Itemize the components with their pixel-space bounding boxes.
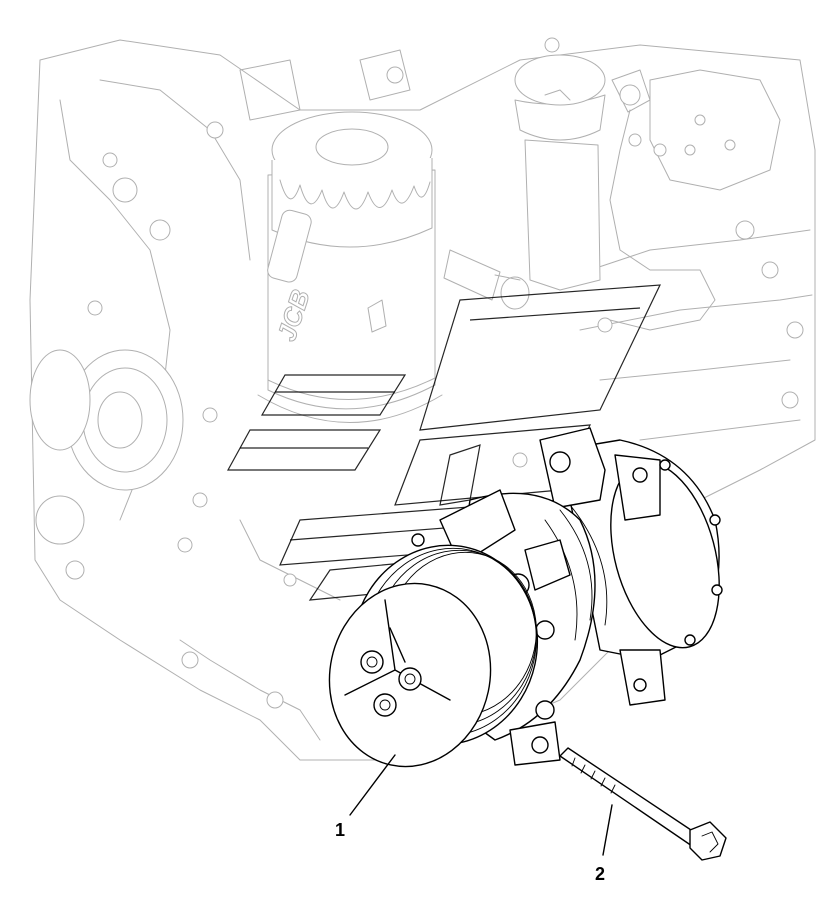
oil-filter: JCB: [257, 111, 443, 423]
ac-compressor: [328, 427, 723, 768]
mounting-bolt: [559, 747, 727, 861]
leader-line-2: [602, 804, 613, 856]
oil-sensor: [443, 249, 530, 310]
leader-line-1: [349, 754, 396, 816]
callout-label-2: 2: [595, 864, 605, 884]
oil-filler-cap: [514, 37, 716, 331]
callout-leaders: [349, 754, 613, 856]
callout-label-1: 1: [335, 820, 345, 840]
